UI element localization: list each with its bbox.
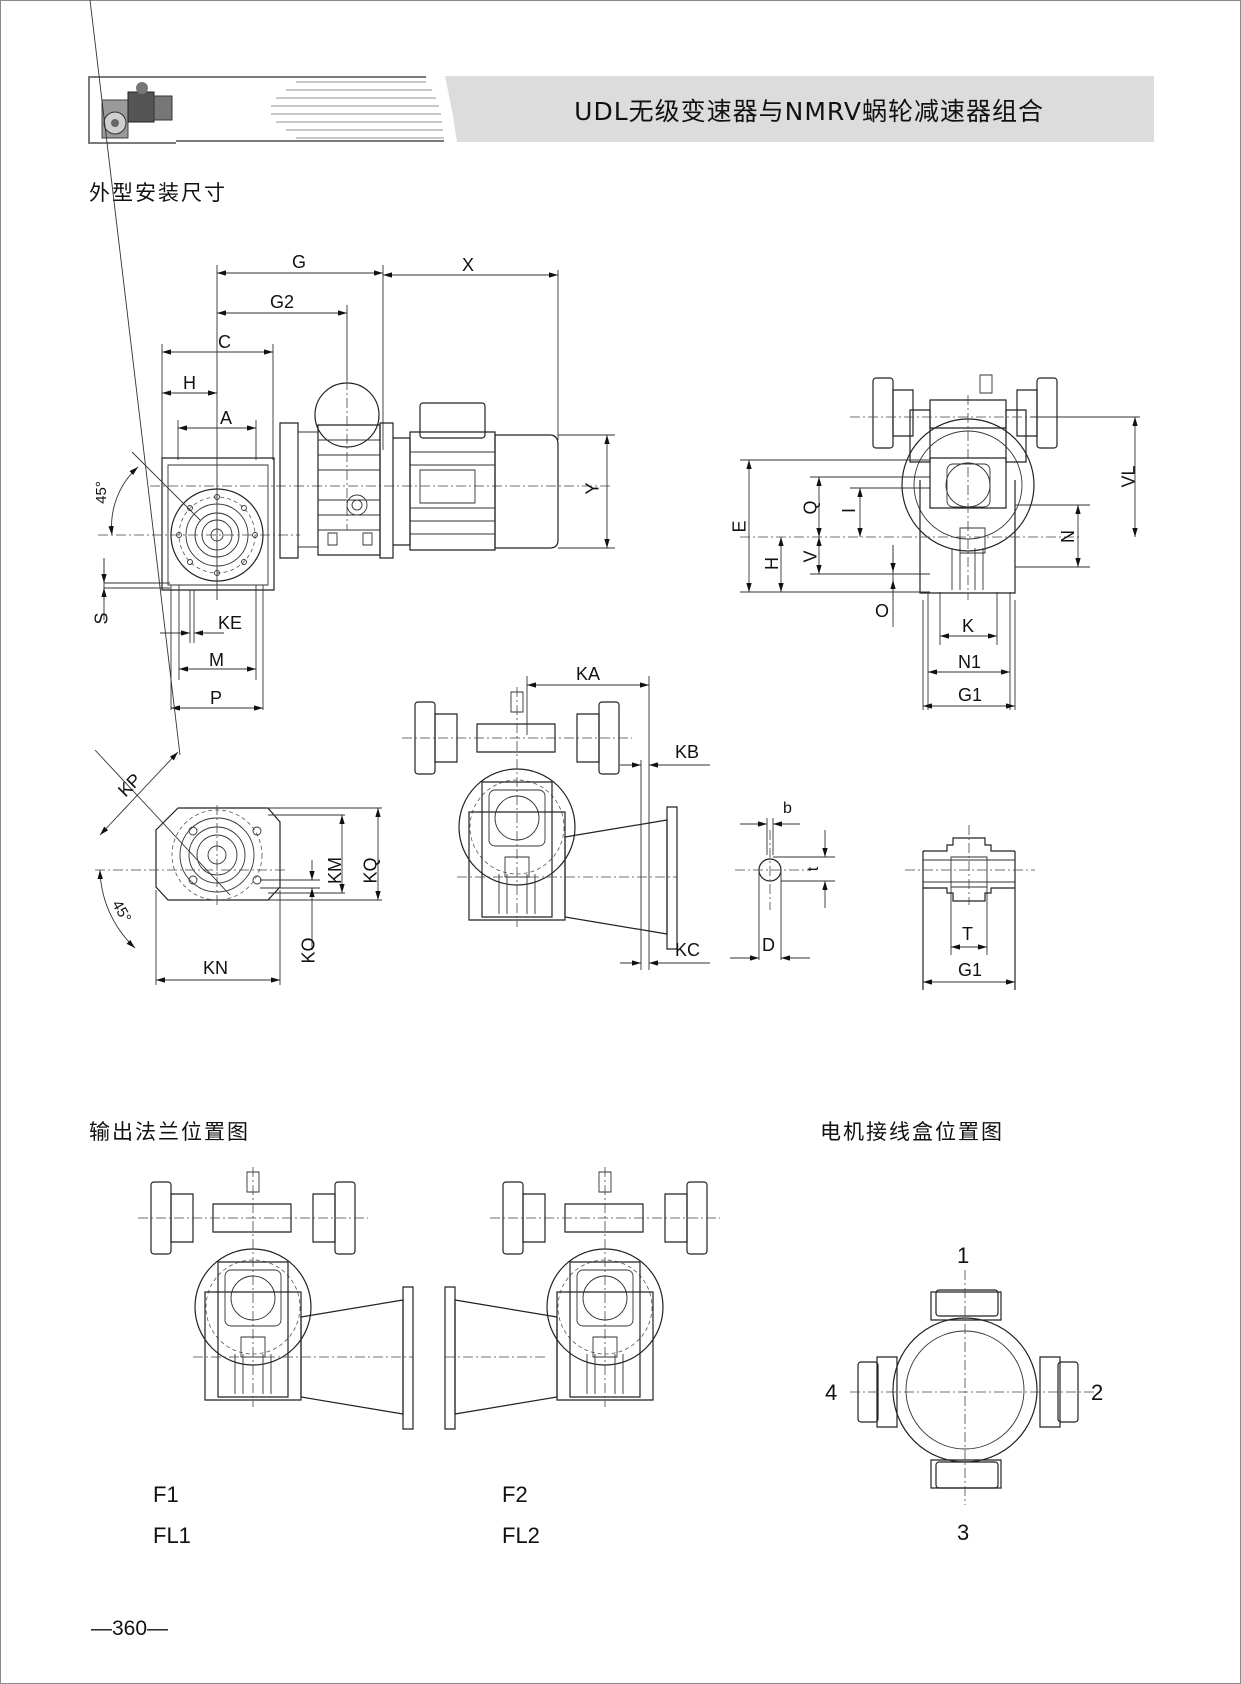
dim-label-vl: VL <box>1118 465 1139 488</box>
dim-label-x: X <box>462 255 475 275</box>
dim-label-i: I <box>839 507 860 514</box>
dim-label-kn: KN <box>203 958 229 978</box>
terminal-position-4: 4 <box>825 1380 838 1405</box>
flange-position-f1: F1 <box>153 1482 179 1507</box>
dim-label-angle-45: 45° <box>92 481 110 504</box>
dim-label-ka: KA <box>576 664 601 684</box>
flange-position-fl2: FL2 <box>502 1523 540 1548</box>
end-view-drawing <box>740 375 1140 710</box>
dim-label-v: V <box>800 550 821 563</box>
dim-label-o: O <box>875 601 890 621</box>
flange-position-fl1: FL1 <box>153 1523 191 1548</box>
page-number: —360— <box>91 1617 169 1640</box>
gearbox-assembly-f2 <box>445 1167 720 1429</box>
dim-label-m: M <box>209 650 224 670</box>
section-title-flange-position: 输出法兰位置图 <box>89 1120 250 1144</box>
dim-label-k: K <box>962 616 975 636</box>
hollow-shaft-drawing <box>905 825 1035 990</box>
dim-label-t-hollow: T <box>962 924 973 944</box>
page-title: UDL无级变速器与NMRV蜗轮减速器组合 <box>574 97 1044 126</box>
dim-label-p: P <box>210 688 223 708</box>
dim-label-n: N <box>1058 530 1078 543</box>
dim-label-g2: G2 <box>270 292 295 312</box>
header-band <box>445 76 1154 142</box>
dim-label-y: Y <box>582 482 603 495</box>
dim-label-n1: N1 <box>958 652 982 672</box>
dim-label-c: C <box>218 332 231 352</box>
terminal-position-1: 1 <box>957 1243 970 1268</box>
flange-side-view-drawing <box>527 676 710 970</box>
terminal-position-2: 2 <box>1091 1380 1104 1405</box>
terminal-box-drawing <box>850 1270 1095 1505</box>
dim-label-g: G <box>292 252 307 272</box>
gearbox-assembly-f1 <box>138 1167 413 1429</box>
flange-front-view-drawing <box>90 0 382 985</box>
side-view-drawing <box>98 265 615 711</box>
dim-label-d: D <box>762 935 775 955</box>
dim-label-kb: KB <box>675 742 700 762</box>
dim-label-t: t <box>805 866 823 872</box>
dim-label-b: b <box>783 800 792 817</box>
gear-motor-photo-icon <box>88 76 176 144</box>
dim-label-h-end: H <box>762 557 782 570</box>
dim-label-g1: G1 <box>958 685 983 705</box>
page-header: UDL无级变速器与NMRV蜗轮减速器组合 <box>88 76 1154 144</box>
header-stripes <box>176 76 444 142</box>
flange-position-f2: F2 <box>502 1482 528 1507</box>
shaft-key-drawing <box>730 818 835 961</box>
terminal-position-3: 3 <box>957 1520 970 1545</box>
dim-label-kq: KQ <box>360 857 381 884</box>
dim-label-e: E <box>729 520 750 533</box>
section-title-terminal-box: 电机接线盒位置图 <box>820 1120 1004 1144</box>
dim-label-s: S <box>91 612 112 625</box>
dim-label-q: Q <box>800 500 821 515</box>
dim-label-km: KM <box>325 857 345 884</box>
gearbox-assembly-flange-view <box>402 687 677 949</box>
dim-label-kc: KC <box>675 940 701 960</box>
dim-label-h: H <box>183 373 196 393</box>
dim-label-g1-hollow: G1 <box>958 960 983 980</box>
dim-label-a: A <box>220 408 233 428</box>
dim-label-ke: KE <box>218 613 243 633</box>
dim-label-ko: KO <box>298 937 319 964</box>
